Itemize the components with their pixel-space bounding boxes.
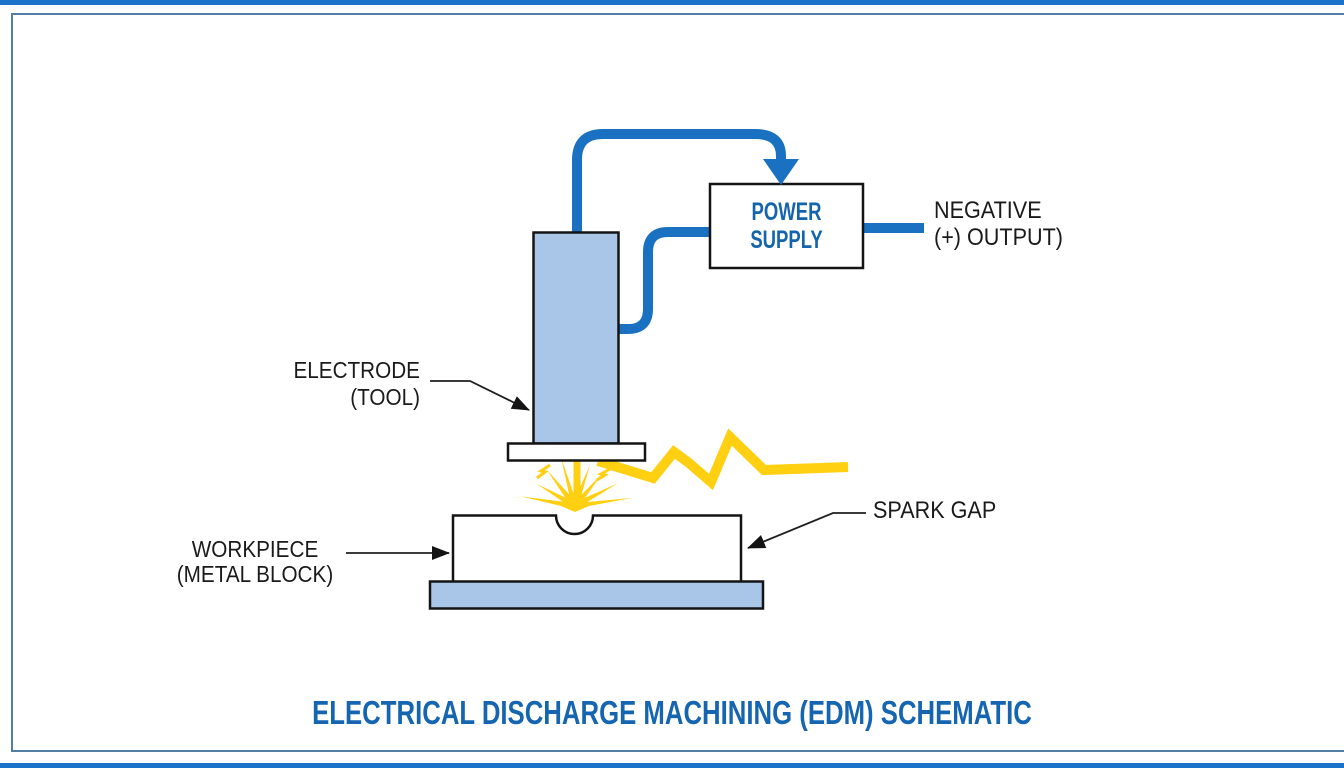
electrode-flange	[506, 442, 647, 462]
workpiece-label-line2: (METAL BLOCK)	[176, 561, 334, 587]
spark-sparkle-right	[596, 467, 611, 482]
spark-gap-leader-line	[747, 512, 866, 549]
base-plate	[428, 580, 765, 610]
electrode-label: ELECTRODE (TOOL)	[222, 357, 420, 411]
power-supply-box	[708, 182, 865, 270]
diagram-title: ELECTRICAL DISCHARGE MACHINING (EDM) SCH…	[312, 694, 1032, 731]
negative-output-line2: (+) OUTPUT)	[934, 224, 1063, 251]
spark-burst	[520, 456, 633, 512]
power-supply-label-line2: SUPPLY	[750, 226, 823, 254]
negative-output-label: NEGATIVE (+) OUTPUT)	[934, 197, 1063, 251]
workpiece-label: WORKPIECE (METAL BLOCK)	[156, 537, 354, 587]
workpiece-shape	[451, 514, 743, 584]
workpiece-label-line1: WORKPIECE	[191, 536, 319, 562]
wire-electrode-to-supply-side	[615, 227, 714, 334]
spark-bolt	[596, 428, 849, 491]
electrode-label-line1: ELECTRODE	[293, 357, 420, 383]
wire-electrode-to-supply-top	[572, 129, 786, 236]
spark-sparkle-left	[536, 463, 551, 480]
spark-gap-label: SPARK GAP	[873, 497, 997, 524]
negative-output-line1: NEGATIVE	[934, 197, 1042, 224]
bottom-accent-bar	[0, 763, 1344, 768]
electrode-label-line2: (TOOL)	[350, 384, 420, 410]
wire-arrowhead	[763, 159, 799, 185]
power-supply-label: POWER SUPPLY	[730, 184, 843, 268]
page-border-frame	[11, 13, 1344, 752]
electrode-shape	[532, 231, 620, 445]
power-supply-label-line1: POWER	[751, 198, 822, 226]
electrode-leader-line	[430, 380, 530, 411]
top-accent-bar	[0, 0, 1344, 5]
